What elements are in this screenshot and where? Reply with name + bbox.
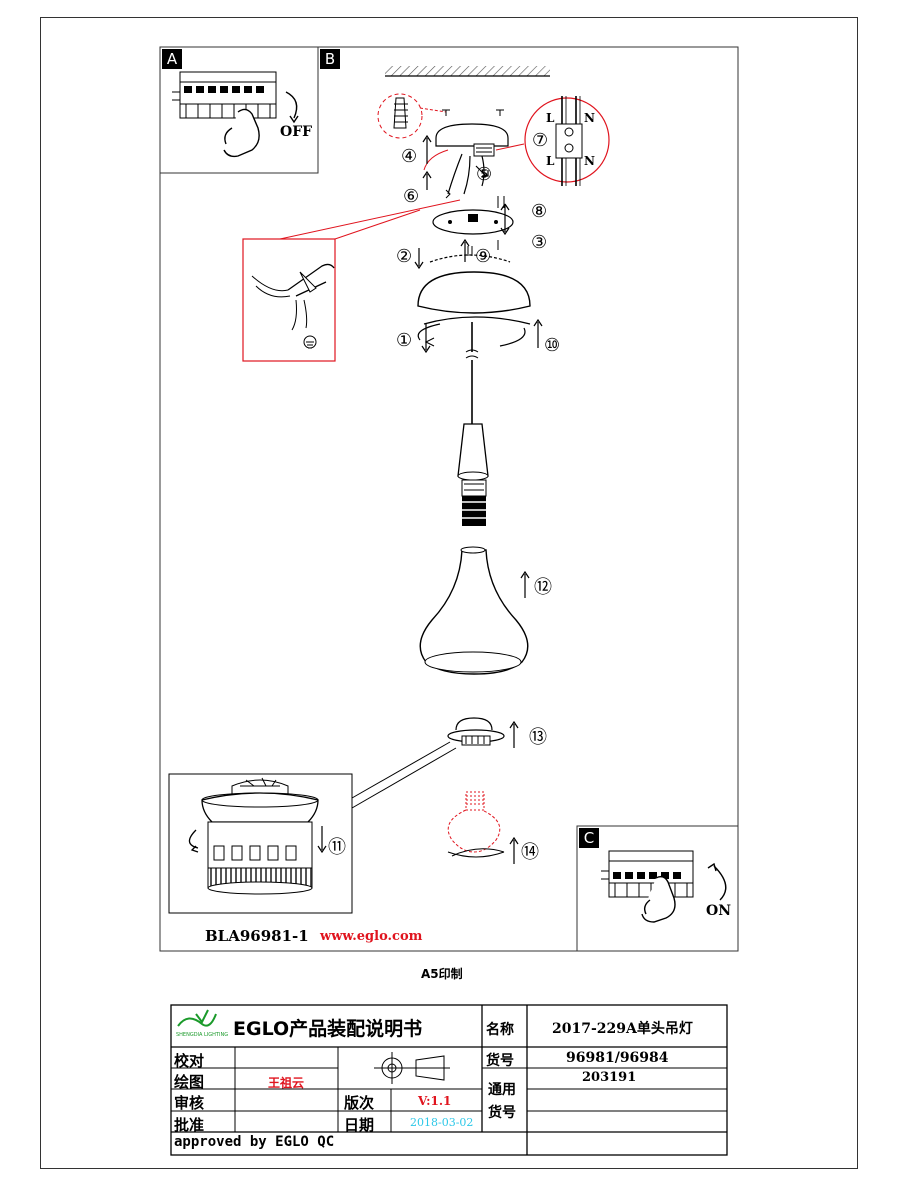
ceiling-icon: [385, 66, 550, 76]
version-label: 版次: [344, 1094, 375, 1112]
step-14: ⑭: [521, 842, 539, 863]
section-b-box: [159, 46, 739, 952]
drawing-label: 绘图: [174, 1073, 205, 1091]
step-7: ⑦: [532, 130, 549, 151]
step-10: ⑩: [544, 335, 561, 356]
step-4: ④: [401, 146, 418, 167]
terminal-block-detail: [495, 96, 610, 186]
drawing-value: 王祖云: [268, 1076, 305, 1090]
suspension-cord: [465, 322, 479, 424]
wall-plug-detail: [377, 93, 504, 139]
step-5: ⑤: [476, 164, 493, 185]
off-arrow-icon: [285, 91, 298, 119]
date-label: 日期: [344, 1116, 375, 1134]
version-value: V:1.1: [418, 1094, 452, 1108]
general-sku-label-2: 货号: [488, 1105, 516, 1121]
wire-l-label-bottom: L: [546, 154, 555, 168]
section-a-tag: A: [162, 49, 182, 69]
on-label: ON: [706, 903, 731, 919]
review-label: 审核: [174, 1094, 205, 1112]
approve-label: 批准: [174, 1116, 205, 1134]
document-code: BLA96981-1: [205, 927, 309, 945]
step-13: ⑬: [529, 727, 547, 748]
logo-text: SHENGDIA LIGHTING: [176, 1032, 229, 1038]
mounting-plate: [432, 189, 514, 256]
ceiling-bracket: [423, 123, 509, 195]
projection-symbol-icon: [374, 1052, 450, 1084]
company-logo: [177, 1009, 217, 1027]
proofread-label: 校对: [174, 1052, 205, 1070]
step-1: ①: [396, 330, 413, 351]
section-c-tag: C: [579, 828, 599, 848]
hand-icon-a: [223, 108, 260, 158]
wire-stripping-detail: [242, 199, 461, 362]
breaker-panel-a: [172, 71, 277, 119]
hand-icon-c: [641, 875, 676, 923]
step-11: ⑪: [328, 837, 346, 858]
light-bulb-icon: [447, 791, 505, 858]
step-8: ⑧: [531, 201, 548, 222]
general-sku-label-1: 通用: [488, 1082, 516, 1098]
document-heading: EGLO产品装配说明书: [233, 1018, 423, 1040]
wire-l-label-top: L: [546, 111, 555, 125]
section-b-tag: B: [320, 49, 340, 69]
wire-n-label-top: N: [584, 111, 595, 125]
canopy-cover: [417, 271, 531, 347]
step-2: ②: [396, 246, 413, 267]
outer-frame: [40, 17, 858, 1169]
sku-value-2: 203191: [582, 1070, 637, 1085]
lamp-socket: [462, 496, 486, 526]
lamp-shade: [419, 546, 529, 675]
step-6: ⑥: [403, 186, 420, 207]
step-9: ⑨: [475, 246, 492, 267]
product-name: 2017-229A单头吊灯: [552, 1021, 693, 1037]
on-arrow-icon: [713, 865, 727, 901]
sku-label: 货号: [486, 1053, 514, 1069]
sku-value: 96981/96984: [566, 1050, 669, 1066]
off-label: OFF: [280, 124, 313, 140]
title-block-grid: [170, 1004, 728, 1156]
step-12: ⑫: [534, 577, 552, 598]
lampholder-housing: [457, 423, 489, 497]
website-link[interactable]: www.eglo.com: [320, 929, 423, 944]
step-3: ③: [531, 232, 548, 253]
print-size-note: A5印制: [421, 967, 463, 981]
name-label: 名称: [486, 1022, 514, 1038]
shade-ring: [447, 717, 505, 746]
approval-note: approved by EGLO QC: [174, 1134, 335, 1150]
date-value: 2018-03-02: [410, 1116, 474, 1129]
breaker-panel-c: [601, 850, 694, 898]
ring-detail-drawing: [188, 777, 319, 895]
wire-n-label-bottom: N: [584, 154, 595, 168]
